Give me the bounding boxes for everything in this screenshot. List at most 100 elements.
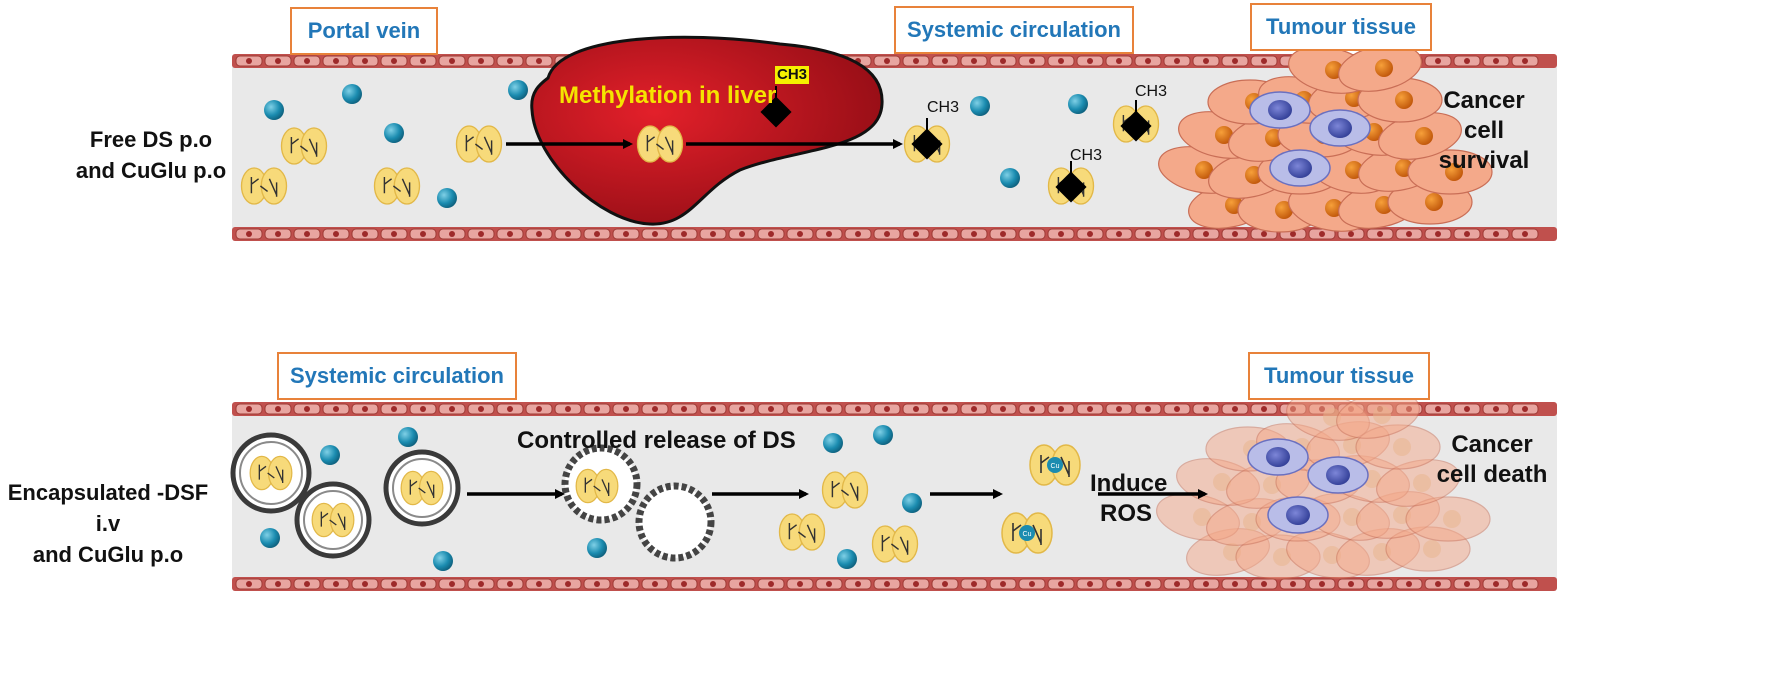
- endothelial-nucleus: [565, 406, 571, 412]
- endothelial-nucleus: [362, 58, 368, 64]
- cancer-cell-nucleus: [1415, 127, 1433, 145]
- top-route-label: Free DS p.o and CuGlu p.o: [66, 124, 236, 186]
- ch3-label-1: CH3: [927, 99, 960, 116]
- endothelial-nucleus: [478, 231, 484, 237]
- endothelial-nucleus: [1203, 58, 1209, 64]
- copper-symbol: Cu: [1051, 463, 1060, 470]
- top-systemic-circulation-label: Systemic circulation: [894, 6, 1134, 54]
- endothelial-nucleus: [1087, 231, 1093, 237]
- endothelial-nucleus: [681, 406, 687, 412]
- endothelial-nucleus: [333, 406, 339, 412]
- endothelial-nucleus: [971, 581, 977, 587]
- endothelial-nucleus: [246, 581, 252, 587]
- endothelial-nucleus: [971, 231, 977, 237]
- endothelial-nucleus: [420, 581, 426, 587]
- endothelial-nucleus: [1029, 406, 1035, 412]
- cancer-cell-nucleus: [1375, 59, 1393, 77]
- endothelial-nucleus: [1493, 58, 1499, 64]
- blue-dot: [587, 538, 607, 558]
- top-tumour-tissue-label: Tumour tissue: [1250, 3, 1432, 51]
- endothelial-nucleus: [1261, 581, 1267, 587]
- endothelial-nucleus: [304, 231, 310, 237]
- blue-dot: [384, 123, 404, 143]
- endothelial-nucleus: [884, 581, 890, 587]
- endothelial-nucleus: [971, 58, 977, 64]
- endothelial-nucleus: [391, 406, 397, 412]
- blue-dot: [1000, 168, 1020, 188]
- endothelial-nucleus: [333, 231, 339, 237]
- endothelial-nucleus: [623, 231, 629, 237]
- endothelial-nucleus: [1435, 406, 1441, 412]
- endothelial-nucleus: [1000, 581, 1006, 587]
- blue-dot: [264, 100, 284, 120]
- endothelial-nucleus: [507, 58, 513, 64]
- immune-cell-nucleus: [1326, 465, 1350, 485]
- endothelial-nucleus: [884, 231, 890, 237]
- endothelial-nucleus: [710, 231, 716, 237]
- ch3-label-2: CH3: [1135, 83, 1168, 100]
- endothelial-nucleus: [362, 581, 368, 587]
- endothelial-nucleus: [1435, 581, 1441, 587]
- top-outcome-line-3: survival: [1438, 147, 1530, 174]
- blue-dot: [437, 188, 457, 208]
- endothelial-nucleus: [246, 58, 252, 64]
- cancer-cell-nucleus: [1393, 438, 1411, 456]
- cancer-cell-nucleus: [1275, 201, 1293, 219]
- endothelial-nucleus: [1464, 58, 1470, 64]
- endothelial-nucleus: [855, 231, 861, 237]
- endothelial-nucleus: [246, 406, 252, 412]
- endothelial-nucleus: [391, 231, 397, 237]
- nanoparticle-empty: [635, 482, 715, 562]
- endothelial-nucleus: [1348, 231, 1354, 237]
- endothelial-nucleus: [449, 231, 455, 237]
- endothelial-nucleus: [1493, 231, 1499, 237]
- endothelial-nucleus: [507, 581, 513, 587]
- copper-symbol: Cu: [1023, 531, 1032, 538]
- endothelial-nucleus: [1000, 58, 1006, 64]
- endothelial-nucleus: [884, 58, 890, 64]
- endothelial-nucleus: [1261, 231, 1267, 237]
- endothelial-nucleus: [942, 58, 948, 64]
- endothelial-nucleus: [565, 231, 571, 237]
- endothelial-nucleus: [449, 581, 455, 587]
- endothelial-nucleus: [1464, 231, 1470, 237]
- endothelial-nucleus: [1261, 58, 1267, 64]
- endothelial-nucleus: [1087, 406, 1093, 412]
- cu-ds-complex-1: Cu: [1029, 444, 1081, 486]
- cancer-cell-nucleus: [1423, 540, 1441, 558]
- endothelial-nucleus: [1087, 58, 1093, 64]
- endothelial-nucleus: [1116, 581, 1122, 587]
- endothelial-nucleus: [1058, 58, 1064, 64]
- endothelial-nucleus: [1319, 581, 1325, 587]
- endothelial-nucleus: [942, 406, 948, 412]
- endothelial-nucleus: [826, 231, 832, 237]
- immune-cell-nucleus: [1266, 447, 1290, 467]
- endothelial-nucleus: [942, 231, 948, 237]
- endothelial-nucleus: [826, 406, 832, 412]
- top-outcome-label: Cancer cell survival: [1425, 86, 1543, 176]
- endothelial-nucleus: [1261, 406, 1267, 412]
- endothelial-nucleus: [275, 406, 281, 412]
- endothelial-nucleus: [1522, 406, 1528, 412]
- bottom-outcome-label: Cancer cell death: [1424, 430, 1560, 490]
- endothelial-nucleus: [855, 581, 861, 587]
- endothelial-nucleus: [536, 581, 542, 587]
- endothelial-nucleus: [739, 581, 745, 587]
- endothelial-nucleus: [1174, 231, 1180, 237]
- endothelial-nucleus: [1348, 581, 1354, 587]
- blue-dot: [837, 549, 857, 569]
- endothelial-nucleus: [1174, 581, 1180, 587]
- endothelial-nucleus: [1116, 231, 1122, 237]
- endothelial-nucleus: [536, 58, 542, 64]
- cancer-cell-nucleus: [1445, 163, 1463, 181]
- endothelial-nucleus: [565, 581, 571, 587]
- endothelial-nucleus: [1000, 406, 1006, 412]
- bottom-route-label: Encapsulated -DSF i.v and CuGlu p.o: [2, 477, 214, 570]
- endothelial-nucleus: [855, 406, 861, 412]
- bottom-route-line-3: and CuGlu p.o: [32, 542, 184, 567]
- ch3-label-3: CH3: [1070, 147, 1103, 164]
- endothelial-nucleus: [826, 581, 832, 587]
- endothelial-nucleus: [623, 581, 629, 587]
- endothelial-nucleus: [1203, 581, 1209, 587]
- endothelial-nucleus: [449, 406, 455, 412]
